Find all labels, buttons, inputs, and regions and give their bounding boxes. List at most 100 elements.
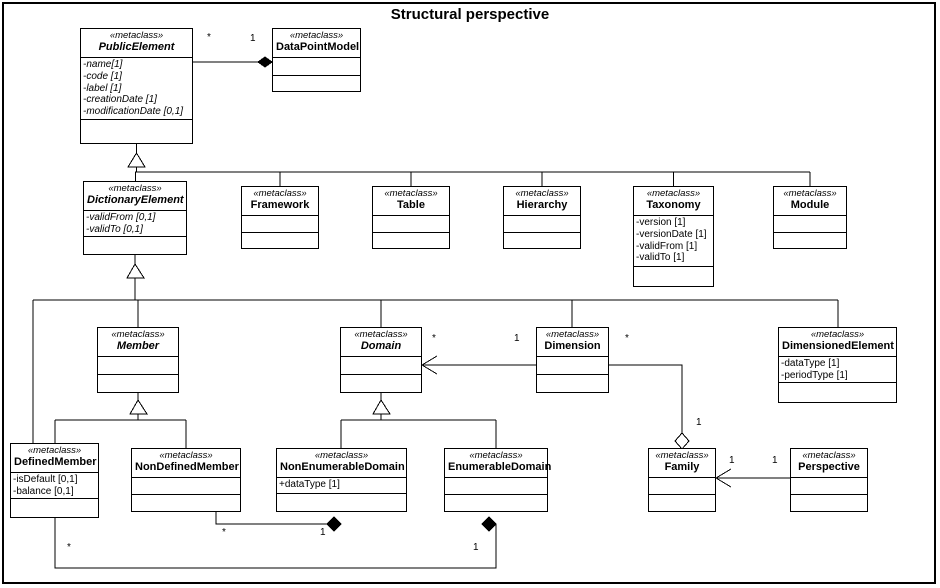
class-attribute: -periodType [1] — [781, 369, 848, 381]
uml-class-domain[interactable]: «metaclass»Domain — [340, 327, 422, 393]
multiplicity-family-persp-one-left: 1 — [729, 455, 735, 466]
uml-class-member[interactable]: «metaclass»Member — [97, 327, 179, 393]
class-name: NonDefinedMember — [135, 461, 239, 474]
class-operations-framework — [242, 233, 318, 250]
multiplicity-definedmember-ed-many: * — [67, 542, 71, 553]
class-name: Framework — [250, 199, 310, 212]
multiplicity-pe-dpm-many: * — [207, 32, 211, 43]
class-attribute: -validFrom [1] — [636, 240, 698, 252]
class-operations-member — [98, 375, 178, 393]
class-operations-dimension — [537, 375, 608, 393]
class-operations-dimensioned-element — [779, 383, 896, 403]
class-stereotype: «metaclass» — [109, 30, 164, 41]
class-stereotype: «metaclass» — [810, 329, 865, 340]
class-attributes-domain — [341, 357, 421, 375]
uml-class-module[interactable]: «metaclass»Module — [773, 186, 847, 249]
class-stereotype: «metaclass» — [289, 30, 344, 41]
class-attribute: -version [1] — [636, 217, 686, 228]
class-operations-dictionary-element — [84, 237, 186, 256]
uml-class-datapointmodel[interactable]: «metaclass»DataPointModel — [272, 28, 361, 92]
class-header-hierarchy: «metaclass»Hierarchy — [504, 187, 580, 216]
class-name: Domain — [360, 340, 402, 353]
class-header-family: «metaclass»Family — [649, 449, 715, 478]
class-name: PublicElement — [98, 41, 175, 54]
class-attributes-family — [649, 478, 715, 495]
uml-class-hierarchy[interactable]: «metaclass»Hierarchy — [503, 186, 581, 249]
page-title: Structural perspective — [390, 6, 550, 23]
class-operations-taxonomy — [634, 267, 713, 287]
class-attribute: -validTo [0,1] — [86, 223, 143, 235]
class-header-table: «metaclass»Table — [373, 187, 449, 216]
class-stereotype: «metaclass» — [646, 188, 701, 199]
class-attributes-dictionary-element: -validFrom [0,1]-validTo [0,1] — [84, 211, 186, 237]
class-operations-module — [774, 233, 846, 250]
class-header-dimensioned-element: «metaclass»DimensionedElement — [779, 328, 896, 357]
class-stereotype: «metaclass» — [111, 329, 165, 340]
class-header-non-defined-member: «metaclass»NonDefinedMember — [132, 449, 240, 478]
uml-class-enumerable-domain[interactable]: «metaclass»EnumerableDomain — [444, 448, 552, 512]
class-name: EnumerableDomain — [448, 461, 552, 474]
uml-class-non-enumerable-domain[interactable]: «metaclass»NonEnumerableDomain+dataType … — [276, 448, 407, 512]
class-header-module: «metaclass»Module — [774, 187, 846, 216]
class-name: Table — [397, 199, 425, 212]
class-attributes-dimensioned-element: -dataType [1]-periodType [1] — [779, 357, 896, 383]
uml-class-dimension[interactable]: «metaclass»Dimension — [536, 327, 609, 393]
class-attributes-datapointmodel — [273, 58, 360, 76]
uml-class-perspective[interactable]: «metaclass»Perspective — [790, 448, 868, 512]
uml-class-framework[interactable]: «metaclass»Framework — [241, 186, 319, 249]
class-name: DefinedMember — [14, 456, 97, 469]
class-stereotype: «metaclass» — [515, 188, 569, 199]
class-operations-non-defined-member — [132, 495, 240, 512]
class-attributes-public-element: -name[1]-code [1]-label [1]-creationDate… — [81, 58, 192, 120]
class-attribute: -modificationDate [0,1] — [83, 106, 184, 118]
class-attribute: -code [1] — [83, 70, 122, 82]
multiplicity-domain-dim-one: 1 — [514, 333, 520, 344]
class-attribute: -name[1] — [83, 59, 123, 70]
multiplicity-pe-dpm-one: 1 — [250, 33, 256, 44]
class-name: DictionaryElement — [87, 194, 184, 207]
uml-class-dimensioned-element[interactable]: «metaclass»DimensionedElement-dataType [… — [778, 327, 897, 403]
class-header-domain: «metaclass»Domain — [341, 328, 421, 357]
class-attributes-non-defined-member — [132, 478, 240, 495]
uml-class-dictionary-element[interactable]: «metaclass»DictionaryElement-validFrom [… — [83, 181, 187, 255]
uml-class-non-defined-member[interactable]: «metaclass»NonDefinedMember — [131, 448, 241, 512]
class-attributes-dimension — [537, 357, 608, 375]
class-name: DataPointModel — [276, 41, 360, 54]
class-operations-domain — [341, 375, 421, 393]
class-stereotype: «metaclass» — [802, 450, 856, 461]
class-header-dimension: «metaclass»Dimension — [537, 328, 608, 357]
class-stereotype: «metaclass» — [783, 188, 837, 199]
class-name: Perspective — [798, 461, 860, 474]
class-stereotype: «metaclass» — [655, 450, 709, 461]
class-name: Module — [790, 199, 830, 212]
uml-class-table[interactable]: «metaclass»Table — [372, 186, 450, 249]
class-attribute: -balance [0,1] — [13, 485, 74, 497]
class-attribute: -creationDate [1] — [83, 94, 157, 106]
class-header-member: «metaclass»Member — [98, 328, 178, 357]
class-header-framework: «metaclass»Framework — [242, 187, 318, 216]
class-stereotype: «metaclass» — [253, 188, 307, 199]
class-attribute: -dataType [1] — [781, 358, 840, 369]
class-operations-defined-member — [11, 499, 98, 518]
class-attributes-taxonomy: -version [1]-versionDate [1]-validFrom [… — [634, 216, 713, 267]
class-stereotype: «metaclass» — [545, 329, 600, 340]
multiplicity-nondefmember-ned-many: * — [222, 527, 226, 538]
uml-class-public-element[interactable]: «metaclass»PublicElement-name[1]-code [1… — [80, 28, 193, 144]
class-header-perspective: «metaclass»Perspective — [791, 449, 867, 478]
class-stereotype: «metaclass» — [384, 188, 438, 199]
multiplicity-nondefmember-ned-one: 1 — [320, 527, 326, 538]
uml-class-taxonomy[interactable]: «metaclass»Taxonomy-version [1]-versionD… — [633, 186, 714, 287]
class-stereotype: «metaclass» — [354, 329, 408, 340]
class-attributes-framework — [242, 216, 318, 233]
class-stereotype: «metaclass» — [314, 450, 369, 461]
uml-class-defined-member[interactable]: «metaclass»DefinedMember-isDefault [0,1]… — [10, 443, 99, 518]
class-operations-datapointmodel — [273, 76, 360, 93]
uml-class-family[interactable]: «metaclass»Family — [648, 448, 716, 512]
class-name: Dimension — [544, 340, 601, 353]
class-header-datapointmodel: «metaclass»DataPointModel — [273, 29, 360, 58]
class-operations-table — [373, 233, 449, 250]
class-attributes-hierarchy — [504, 216, 580, 233]
class-header-public-element: «metaclass»PublicElement — [81, 29, 192, 58]
